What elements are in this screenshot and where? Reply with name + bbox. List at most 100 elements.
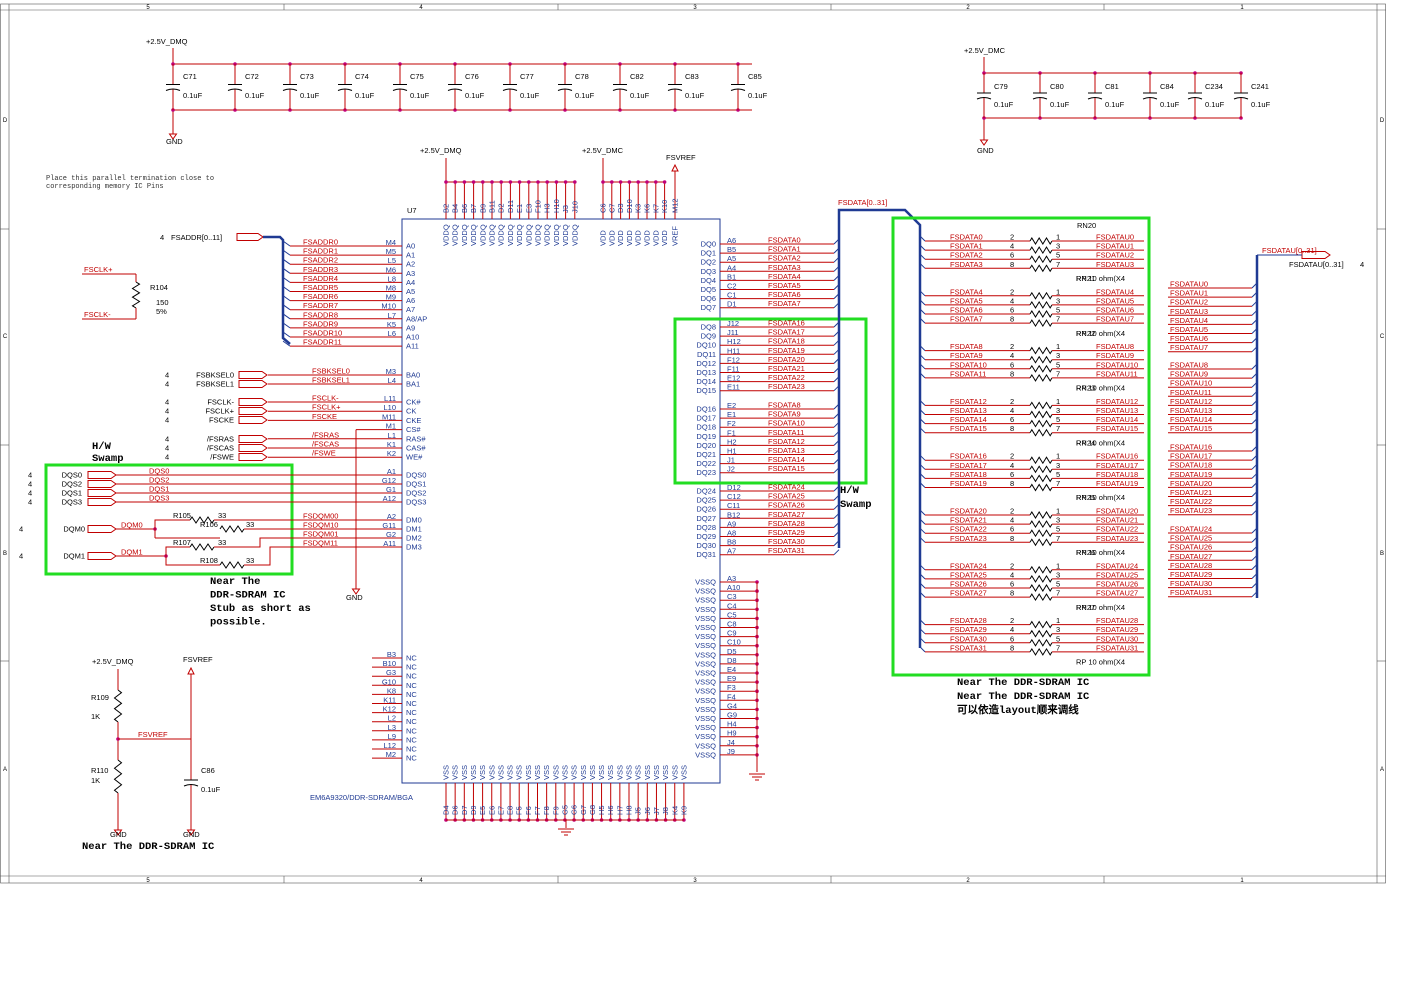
net-label: FSDATAU7	[1096, 315, 1134, 324]
rn-pin: 5	[1056, 525, 1060, 534]
res-ref: R106	[200, 520, 218, 529]
pin-ball: G5	[560, 805, 569, 815]
pin-name: VDD	[616, 230, 625, 246]
resistor-zigzag	[1029, 593, 1053, 602]
pin-name: VSS	[460, 765, 469, 780]
pin-name: DQ4	[701, 276, 716, 285]
offpage-connector-icon	[87, 525, 117, 533]
hw-swamp-title: H/W	[92, 441, 112, 453]
bus-entry	[833, 339, 840, 346]
resistor-zigzag	[219, 561, 245, 569]
junction-dot	[545, 180, 549, 184]
net-label: DQM1	[121, 548, 143, 557]
pin-name: VSS	[533, 765, 542, 780]
ddr-sdram-chip-u7: U7EM6A9320/DDR-SDRAM/BGA+2.5V_DMQB2VDDQB…	[268, 146, 834, 836]
net-label: FSDATAU5	[1096, 296, 1134, 305]
sheet-ref: 4	[160, 233, 164, 242]
ground-icon	[113, 829, 123, 836]
note-line: Stub as short as	[210, 603, 311, 615]
net-label: FSDATA13	[950, 406, 987, 415]
net-label: FSADDR1	[303, 247, 338, 256]
cap-value: 0.1uF	[575, 91, 595, 100]
net-label: FSDATAU23	[1096, 534, 1138, 543]
pin-name: VDD	[607, 230, 616, 246]
pin-name: VDDQ	[451, 224, 460, 246]
frame-row-label: C	[1380, 334, 1385, 340]
net-label: FSADDR3	[303, 265, 338, 274]
pin-name: DQS3	[406, 498, 426, 507]
cap-plate-curved	[227, 88, 243, 91]
resistor-zigzag	[1029, 319, 1053, 328]
pin-ball: A7	[727, 547, 736, 556]
rn-pin: 4	[1010, 351, 1014, 360]
pin-name: A2	[406, 260, 415, 269]
cap-value: 0.1uF	[1160, 100, 1180, 109]
resistor-zigzag	[1029, 638, 1053, 647]
pin-name: DQ20	[696, 441, 716, 450]
pin-ball: F12	[727, 355, 740, 364]
bus-entry	[833, 403, 840, 410]
rn-pin: 5	[1056, 634, 1060, 643]
bus-name: FSDATA[0..31]	[838, 198, 887, 207]
pin-ball: B11	[488, 200, 497, 213]
pin-name: A5	[406, 287, 415, 296]
note-line: DDR-SDRAM IC	[210, 590, 286, 602]
net-label: FSDATA12	[768, 437, 805, 446]
signal-name: FSBKSEL1	[196, 380, 234, 389]
pin-ball: M10	[381, 302, 396, 311]
sheet-ref: 4	[19, 552, 23, 561]
pin-name: VSS	[451, 765, 460, 780]
net-label: FSDATAU12	[1170, 397, 1212, 406]
pin-ball: J9	[727, 747, 735, 756]
pin-ball: M6	[386, 265, 396, 274]
cap-ref: C80	[1050, 82, 1064, 91]
net-label: FSDATAU25	[1096, 570, 1138, 579]
net-label: FSADDR4	[303, 274, 338, 283]
pin-ball: B7	[469, 204, 478, 213]
resistor-zigzag	[1029, 419, 1053, 428]
rn-pin: 1	[1056, 342, 1060, 351]
rn-pin: 1	[1056, 397, 1060, 406]
pin-ball: C2	[727, 282, 737, 291]
net-label: FSDATA3	[950, 260, 983, 269]
rail-label: +2.5V_DMC	[582, 146, 624, 155]
bus-entry	[282, 267, 291, 274]
rn-value: RP 10 ohm(X4	[1076, 493, 1125, 502]
bus-entry	[833, 293, 840, 299]
pin-name: VSSQ	[695, 750, 716, 759]
pin-name: VSS	[478, 765, 487, 780]
pin-ball: G12	[382, 476, 396, 485]
net-label: FSDATAU15	[1096, 424, 1138, 433]
pin-name: DQ8	[701, 323, 716, 332]
rn-pin: 8	[1010, 534, 1014, 543]
pin-name: NC	[406, 681, 417, 690]
resistor-zigzag	[1029, 346, 1053, 355]
net-label: FSDATA6	[950, 306, 983, 315]
rn-pin: 1	[1056, 616, 1060, 625]
net-label: FSDATA21	[768, 364, 805, 373]
pin-name: VSS	[551, 765, 560, 780]
wire	[244, 546, 300, 566]
bus-entry	[833, 321, 840, 328]
pin-ball: H4	[727, 720, 737, 729]
pin-ball: L7	[388, 311, 396, 320]
rn-pin: 1	[1056, 507, 1060, 516]
net-label: FSDATAU19	[1170, 470, 1212, 479]
pin-ball: K5	[387, 320, 396, 329]
net-label: FSDATAU3	[1170, 307, 1208, 316]
bus-line	[263, 235, 291, 345]
net-label: FSDATA19	[950, 479, 987, 488]
pin-name: WE#	[406, 453, 423, 462]
frame-col-label: 3	[693, 5, 697, 11]
frame-col-label: 3	[693, 878, 697, 884]
pin-name: DQ9	[701, 332, 716, 341]
bus-entry	[833, 256, 840, 263]
pin-ball: C10	[727, 638, 741, 647]
junction-dot	[610, 180, 614, 184]
wire	[165, 546, 190, 556]
pin-name: VSS	[524, 765, 533, 780]
pin-name: DQ31	[696, 550, 716, 559]
sheet-ref: 4	[165, 398, 169, 407]
